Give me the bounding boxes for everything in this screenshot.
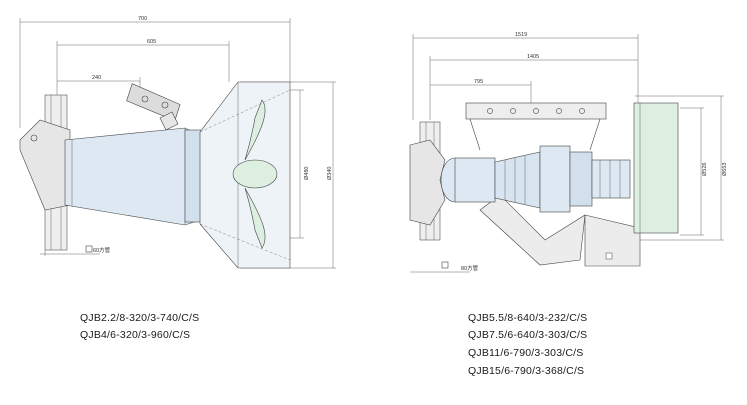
left-mixer-drawing: 700 605 240 Ø480 Ø340 — [19, 16, 336, 269]
right-pipe-base — [410, 261, 470, 273]
right-motor-body — [440, 145, 631, 213]
right-propeller-shroud — [633, 102, 679, 234]
left-dim-short: 240 — [92, 75, 101, 81]
left-pipe-base — [40, 245, 100, 256]
right-dim-inner-diameter: Ø526 — [702, 163, 708, 176]
left-pipe-label: 60方管 — [93, 246, 111, 254]
left-dim-inner-diameter: Ø480 — [304, 167, 310, 180]
right-dim-mid: 1405 — [527, 54, 539, 60]
left-dim-total: 700 — [138, 16, 147, 22]
right-lifting-bar — [465, 102, 607, 151]
right-dim-total: 1519 — [515, 32, 527, 38]
right-model-4: QJB15/6-790/3-368/C/S — [468, 365, 585, 377]
left-propeller — [232, 99, 278, 249]
left-model-1: QJB2.2/8-320/3-740/C/S — [80, 312, 200, 324]
left-dim-mid: 605 — [147, 39, 156, 45]
right-pipe-label: 80方管 — [461, 264, 479, 272]
right-model-2: QJB7.5/6-640/3-303/C/S — [468, 329, 588, 341]
left-dim-outer-diameter: Ø340 — [327, 167, 333, 180]
left-motor-body — [64, 127, 202, 226]
right-dimension-lines — [412, 34, 724, 241]
right-cradle-base — [409, 139, 641, 267]
left-lifting-lug — [126, 83, 181, 131]
right-mixer-drawing: 1519 1405 795 Ø526 Ø653 — [409, 32, 728, 273]
right-model-1: QJB5.5/8-640/3-232/C/S — [468, 312, 588, 324]
right-dim-short: 795 — [474, 79, 483, 85]
left-model-2: QJB4/6-320/3-960/C/S — [80, 329, 191, 341]
right-model-3: QJB11/6-790/3-303/C/S — [468, 347, 584, 359]
right-dim-outer-diameter: Ø653 — [722, 163, 728, 176]
left-mounting-bracket — [19, 119, 71, 211]
